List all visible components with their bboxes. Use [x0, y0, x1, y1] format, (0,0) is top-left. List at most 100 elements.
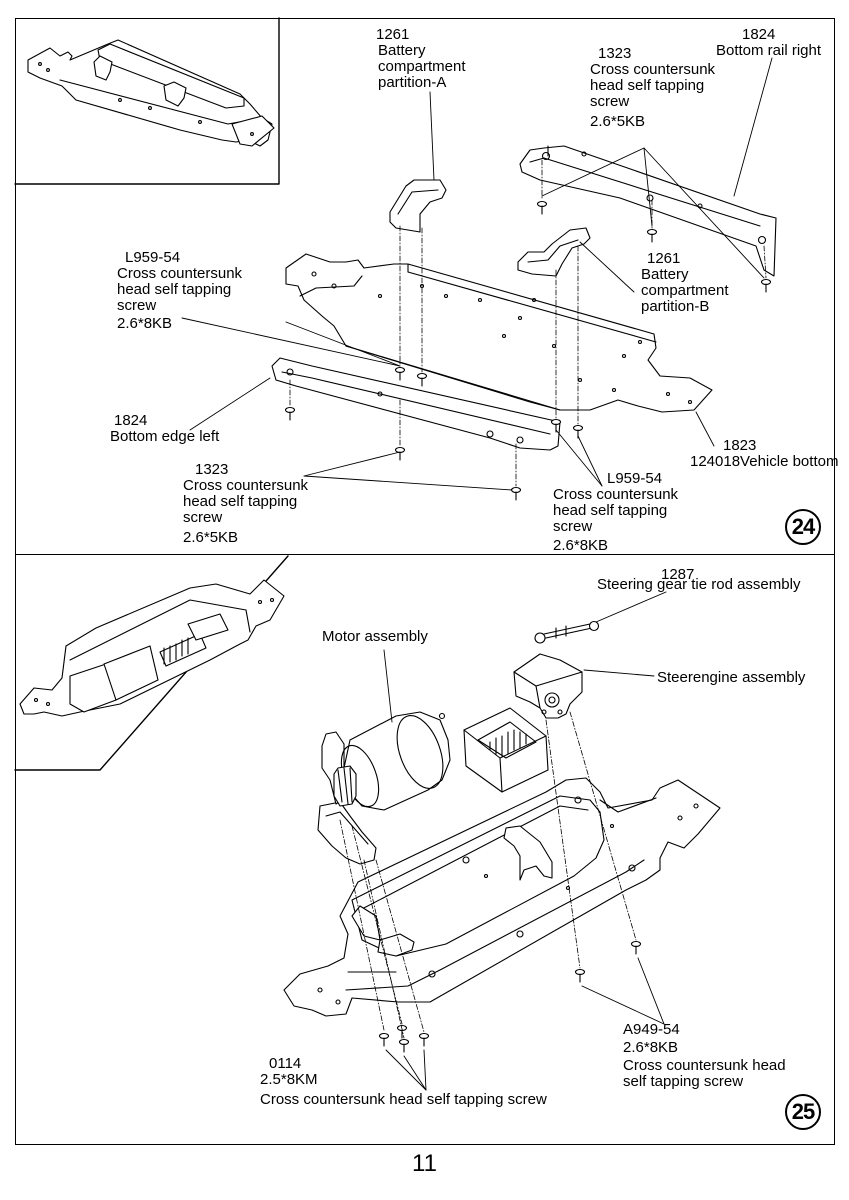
step25-chassis — [283, 777, 721, 1017]
label-rail-right: 1824 Bottom rail right — [716, 27, 821, 59]
step25-battery-box — [463, 707, 549, 793]
step25-tie-rod — [534, 620, 600, 644]
label-partition-a: 1261 Battery compartment partition-A — [376, 26, 466, 91]
part-code: 1323 — [598, 45, 632, 62]
label-screw-a949: A949-54 2.6*8KB Cross countersunk head s… — [623, 1022, 786, 1090]
screw-icon — [378, 1032, 390, 1047]
screw-icon — [416, 372, 428, 387]
part-name: screw — [183, 509, 223, 526]
step24-axis-lines — [289, 159, 767, 487]
part-spec: 2.6*8KB — [117, 315, 173, 332]
step24-partition-b — [517, 227, 591, 277]
part-spec: 2.6*5KB — [183, 529, 239, 546]
part-name: screw — [117, 297, 157, 314]
step25-motor — [333, 711, 451, 811]
step25-motor-mount — [317, 731, 377, 865]
label-screw-l959-left: L959-54 Cross countersunk head self tapp… — [117, 250, 242, 332]
part-name: partition-A — [378, 74, 447, 91]
part-name: Cross countersunk — [183, 477, 309, 494]
screw-icon — [510, 486, 522, 501]
label-motor: Motor assembly — [322, 629, 428, 645]
part-name: Motor assembly — [322, 628, 428, 645]
screw-icon — [284, 406, 296, 421]
label-screw-0114: 0114 2.5*8KM Cross countersunk head self… — [260, 1056, 547, 1108]
step25-axis-lines — [339, 711, 637, 1039]
step-divider — [15, 554, 835, 555]
screw-icon — [418, 1032, 430, 1047]
step25-chassis-partitions — [351, 825, 553, 957]
step24-leader-lines — [181, 57, 773, 491]
step24-edge-left — [271, 357, 561, 451]
part-spec: 2.6*8KB — [623, 1039, 679, 1056]
step25-inset-chassis — [19, 579, 285, 717]
screw-icon — [550, 418, 562, 433]
part-name: Cross countersunk head self tapping scre… — [260, 1091, 547, 1108]
screw-icon — [572, 424, 584, 439]
step25-leader-lines — [383, 591, 667, 1091]
part-spec: 2.6*8KB — [553, 537, 609, 554]
label-tie-rod: 1287 Steering gear tie rod assembly — [597, 567, 800, 593]
part-name: Bottom edge left — [110, 428, 220, 445]
part-name: Cross countersunk head — [623, 1057, 786, 1074]
part-code: 0114 — [269, 1055, 302, 1072]
step24-inset-chassis — [27, 39, 275, 147]
part-name: Cross countersunk — [553, 486, 679, 503]
part-name: Battery — [641, 266, 689, 283]
step-number-badge: 24 — [785, 509, 821, 545]
part-name: head self tapping — [590, 77, 705, 94]
label-screw-l959-bottom: L959-54 Cross countersunk head self tapp… — [553, 471, 678, 554]
step24-chassis-plate — [285, 253, 713, 413]
label-vehicle-bottom: 1823 124018Vehicle bottom — [690, 438, 838, 470]
screw-icon — [574, 968, 586, 983]
part-name: head self tapping — [117, 281, 232, 298]
part-code: L959-54 — [607, 470, 663, 487]
screw-icon — [394, 366, 406, 381]
step-number-badge: 25 — [785, 1094, 821, 1130]
screw-icon — [394, 446, 406, 461]
part-code: 1823 — [723, 437, 757, 454]
part-code: 1323 — [195, 461, 229, 478]
screw-icon — [646, 228, 658, 243]
step24-rail-right — [519, 145, 777, 277]
part-code: 1287 — [661, 566, 695, 583]
part-code: 1261 — [647, 250, 681, 267]
screw-icon — [536, 200, 548, 215]
step25-steer-engine — [513, 653, 583, 719]
label-partition-b: 1261 Battery compartment partition-B — [641, 251, 729, 315]
part-code: 1824 — [742, 26, 776, 43]
part-name: head self tapping — [183, 493, 298, 510]
part-name: screw — [553, 518, 593, 535]
part-code: 1824 — [114, 412, 148, 429]
step24-partition-a — [389, 179, 447, 233]
part-name: Bottom rail right — [716, 42, 822, 59]
step24-inset — [14, 17, 280, 185]
screw-icon — [630, 940, 642, 955]
part-name: compartment — [378, 58, 466, 75]
part-name: Steering gear tie rod assembly — [597, 576, 801, 593]
part-name: screw — [590, 93, 630, 110]
part-spec: 2.5*8KM — [260, 1071, 318, 1088]
part-name: compartment — [641, 282, 729, 299]
step25-inset — [14, 555, 289, 771]
step25-screws — [378, 940, 642, 1053]
part-name: Battery — [378, 42, 426, 59]
screw-icon — [760, 278, 772, 293]
part-name: self tapping screw — [623, 1073, 744, 1090]
part-spec: 2.6*5KB — [590, 113, 646, 130]
part-name: Cross countersunk — [117, 265, 243, 282]
part-name: head self tapping — [553, 502, 668, 519]
label-steer-engine: Steerengine assembly — [657, 670, 805, 686]
label-edge-left: 1824 Bottom edge left — [110, 413, 219, 445]
screw-icon — [398, 1038, 410, 1053]
screw-icon — [396, 1024, 408, 1039]
part-name: partition-B — [641, 298, 710, 315]
page-number: 11 — [412, 1150, 437, 1177]
part-code: 1261 — [376, 26, 410, 43]
label-screw-1323-top: 1323 Cross countersunk head self tapping… — [590, 46, 715, 130]
page-frame — [15, 18, 835, 1145]
label-screw-1323-bottom: 1323 Cross countersunk head self tapping… — [183, 462, 308, 546]
part-name: Steerengine assembly — [657, 669, 806, 686]
part-name: 124018Vehicle bottom — [690, 453, 839, 470]
part-name: Cross countersunk — [590, 61, 716, 78]
